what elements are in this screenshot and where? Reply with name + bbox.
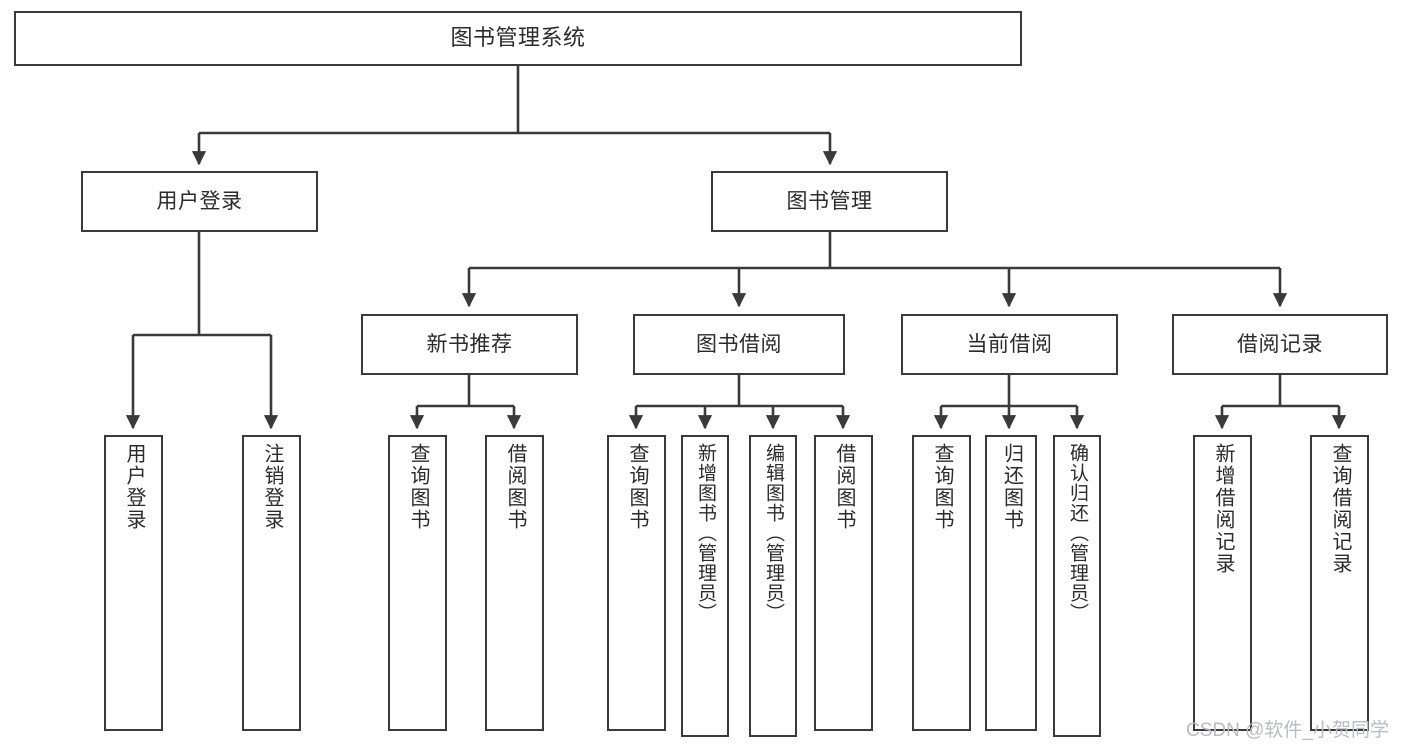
leaf-borrow-records-2[interactable]: 查询借阅记录 [1310,435,1369,731]
leaf-current-borrow-2[interactable]: 归还图书 [985,435,1037,731]
node-book-borrow[interactable]: 图书借阅 [633,314,845,375]
leaf-user-login-2-label: 注销登录 [261,443,283,531]
leaf-current-borrow-3-label: 确认归还（管理员） [1066,443,1088,623]
node-book-manage-label: 图书管理 [786,189,873,213]
leaf-new-book-2[interactable]: 借阅图书 [485,435,544,731]
leaf-book-borrow-2-label: 新增图书（管理员） [694,443,716,623]
leaf-borrow-records-1[interactable]: 新增借阅记录 [1193,435,1252,731]
leaf-user-login-2[interactable]: 注销登录 [242,435,301,731]
node-new-book-recommend[interactable]: 新书推荐 [361,314,578,375]
leaf-current-borrow-1-label: 查询图书 [931,443,953,531]
leaf-new-book-1-label: 查询图书 [407,443,429,531]
node-book-borrow-label: 图书借阅 [696,332,782,356]
leaf-book-borrow-4[interactable]: 借阅图书 [814,435,873,731]
node-book-manage[interactable]: 图书管理 [711,171,948,232]
node-user-login-label: 用户登录 [156,189,243,213]
node-borrow-records[interactable]: 借阅记录 [1172,314,1388,375]
leaf-current-borrow-1[interactable]: 查询图书 [912,435,971,731]
leaf-book-borrow-4-label: 借阅图书 [833,443,855,531]
node-user-login[interactable]: 用户登录 [81,171,318,232]
watermark: CSDN @软件_小贺同学 [1186,720,1389,741]
leaf-book-borrow-1-label: 查询图书 [626,443,648,531]
node-borrow-records-label: 借阅记录 [1237,332,1323,356]
leaf-current-borrow-2-label: 归还图书 [1000,443,1023,531]
leaf-book-borrow-3-label: 编辑图书（管理员） [762,443,784,623]
node-current-borrow[interactable]: 当前借阅 [901,314,1118,375]
leaf-new-book-1[interactable]: 查询图书 [388,435,447,731]
leaf-new-book-2-label: 借阅图书 [504,443,526,531]
node-current-borrow-label: 当前借阅 [966,332,1053,356]
leaf-book-borrow-3[interactable]: 编辑图书（管理员） [749,435,797,737]
leaf-user-login-1-label: 用户登录 [123,443,145,531]
node-new-book-recommend-label: 新书推荐 [426,332,513,356]
leaf-book-borrow-1[interactable]: 查询图书 [607,435,666,731]
leaf-book-borrow-2[interactable]: 新增图书（管理员） [681,435,729,737]
leaf-borrow-records-2-label: 查询借阅记录 [1329,443,1351,575]
leaf-borrow-records-1-label: 新增借阅记录 [1212,443,1234,575]
node-root[interactable]: 图书管理系统 [14,11,1022,66]
leaf-current-borrow-3[interactable]: 确认归还（管理员） [1053,435,1101,737]
leaf-user-login-1[interactable]: 用户登录 [104,435,163,731]
node-root-label: 图书管理系统 [450,25,586,51]
